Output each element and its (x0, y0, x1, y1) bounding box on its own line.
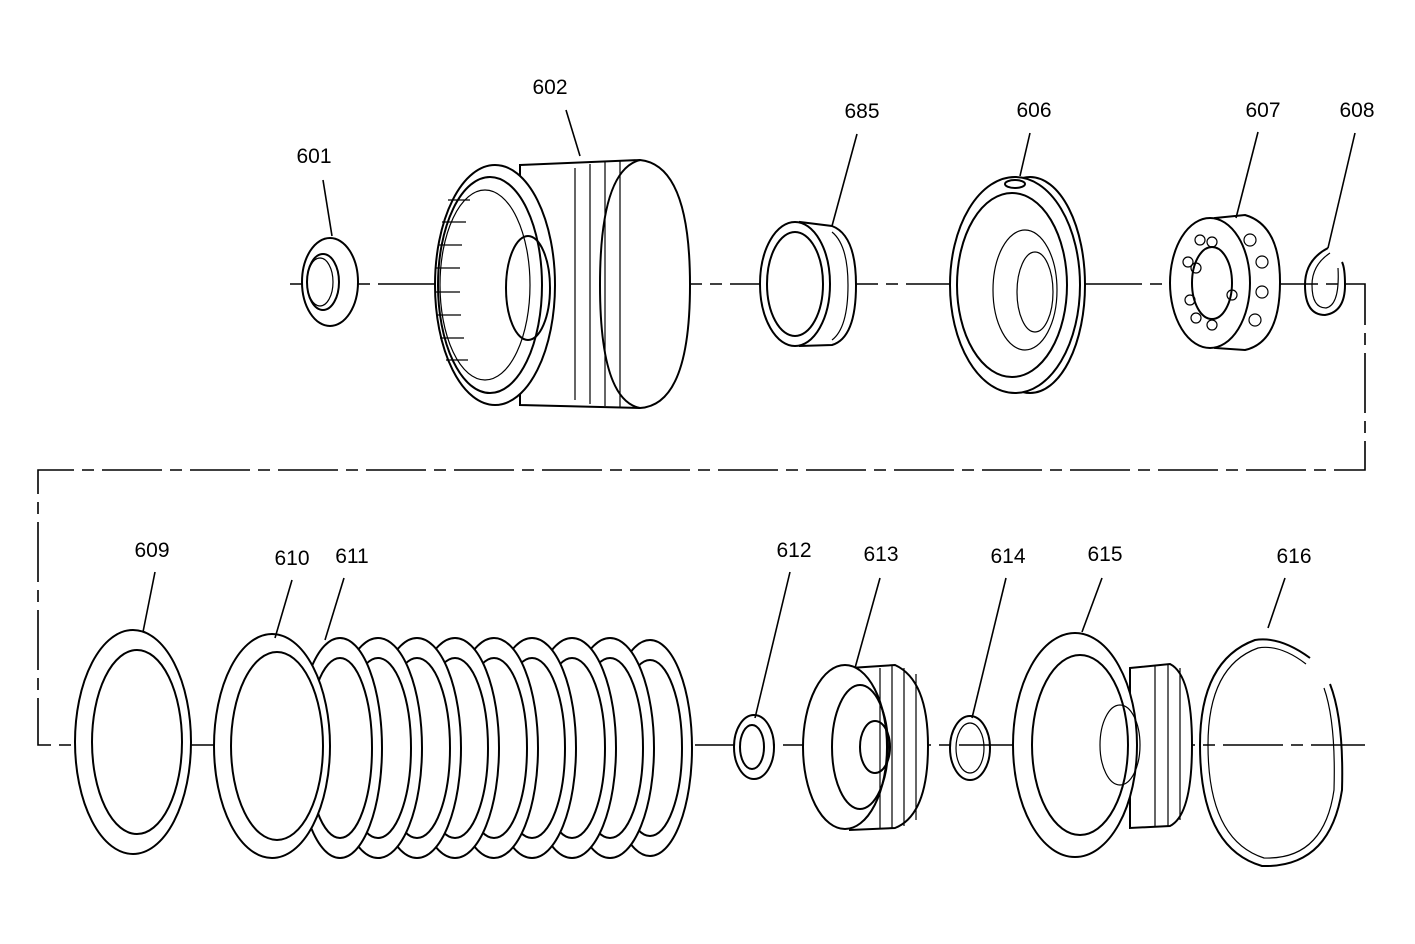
label-611: 611 (335, 545, 368, 568)
label-616: 616 (1276, 545, 1311, 568)
part-607-spring-assembly (1169, 213, 1282, 352)
part-602-clutch-housing (434, 158, 692, 410)
label-685: 685 (844, 100, 879, 123)
part-608-snap-ring (1303, 247, 1347, 317)
part-615-backing-plate (1012, 632, 1194, 858)
part-685-sleeve (759, 220, 858, 348)
part-601-thrust-washer (301, 237, 359, 327)
label-601: 601 (296, 145, 331, 168)
part-602-spline-teeth (436, 161, 621, 407)
part-labels: 601 602 685 606 607 608 609 610 611 612 … (134, 76, 1374, 570)
label-606: 606 (1016, 99, 1051, 122)
part-613-hub (802, 663, 930, 832)
label-613: 613 (863, 543, 898, 566)
label-609: 609 (134, 539, 169, 562)
part-609-steel-plate (74, 629, 192, 855)
label-614: 614 (990, 545, 1025, 568)
clutch-pack-610-611 (213, 633, 693, 859)
label-610: 610 (274, 547, 309, 570)
label-608: 608 (1339, 99, 1374, 122)
label-612: 612 (776, 539, 811, 562)
label-607: 607 (1245, 99, 1280, 122)
leader-lines (142, 109, 1356, 719)
label-602: 602 (532, 76, 567, 99)
part-606-piston (949, 176, 1086, 394)
label-615: 615 (1087, 543, 1122, 566)
part-614-snap-ring (949, 715, 991, 781)
part-612-thrust-washer (733, 714, 775, 780)
part-616-snap-ring (1198, 638, 1344, 868)
